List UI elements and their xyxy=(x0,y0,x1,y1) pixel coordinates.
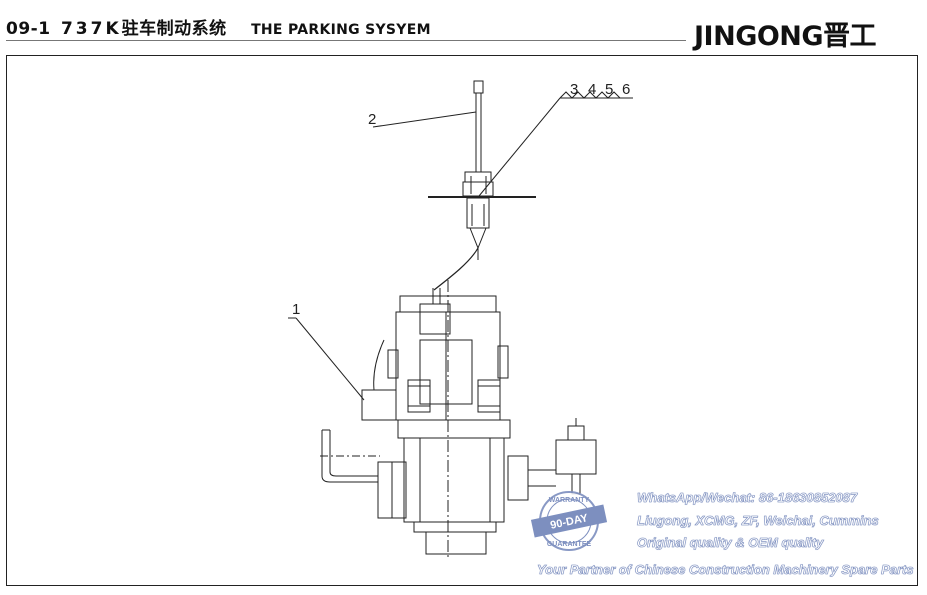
left-flange xyxy=(387,349,399,379)
brand-logo: JINGONG晋工 xyxy=(694,14,877,53)
left-bolt-stack xyxy=(407,379,431,413)
section-code: 09-1 xyxy=(6,19,51,39)
page-title: 09-1 737K驻车制动系统 THE PARKING SYSYEM xyxy=(6,14,431,39)
leader-1 xyxy=(295,317,365,401)
lever-housing-mid xyxy=(462,181,494,197)
watermark-slogan: Your Partner of Chinese Construction Mac… xyxy=(537,562,914,578)
drawing-frame xyxy=(6,55,918,586)
seal-top-text: WARRANTY xyxy=(549,497,590,504)
lever-housing-lower xyxy=(466,197,490,229)
lever-knob xyxy=(473,80,484,94)
watermark-quality: Original quality & OEM quality xyxy=(637,535,824,551)
model-number: 737K xyxy=(60,19,122,39)
brand-chinese: 晋工 xyxy=(823,21,877,52)
callout-6: 6 xyxy=(622,81,630,98)
housing-mid-flange xyxy=(397,419,511,439)
callout-1: 1 xyxy=(292,301,300,318)
brand-latin: JINGONG xyxy=(694,21,824,52)
left-pipe xyxy=(321,430,378,483)
housing-lower-body xyxy=(403,437,505,523)
watermark-contact: WhatsApp/Wechat: 86-18630852087 xyxy=(637,490,858,506)
housing-base-plug xyxy=(425,531,487,555)
right-flange xyxy=(497,345,509,379)
leader-2 xyxy=(372,111,477,128)
brake-actuator xyxy=(361,389,397,421)
cable-bracket xyxy=(419,303,451,335)
callout-2: 2 xyxy=(368,111,376,128)
valve-cap xyxy=(567,425,585,441)
title-english: THE PARKING SYSYEM xyxy=(251,22,431,38)
valve-body xyxy=(555,439,597,475)
seal-bottom-text: GUARANTEE xyxy=(547,541,592,548)
seal-ribbon xyxy=(530,504,608,538)
callout-4: 4 xyxy=(588,81,596,98)
right-bolt-stack xyxy=(477,379,501,413)
right-fitting xyxy=(507,455,529,501)
callout-3: 3 xyxy=(570,81,578,98)
callout-5: 5 xyxy=(605,81,613,98)
brake-cable xyxy=(433,247,479,291)
header-rule xyxy=(6,40,686,41)
title-chinese: 驻车制动系统 xyxy=(121,19,227,39)
lever-housing-top xyxy=(464,171,492,183)
leader-3456 xyxy=(478,97,561,197)
lever-tip xyxy=(469,227,487,250)
warranty-seal: WARRANTY 90-DAY GUARANTEE xyxy=(530,491,608,551)
housing-base-flange xyxy=(413,521,497,533)
watermark-brands: Liugong, XCMG, ZF, Weichai, Cummins xyxy=(637,513,879,529)
